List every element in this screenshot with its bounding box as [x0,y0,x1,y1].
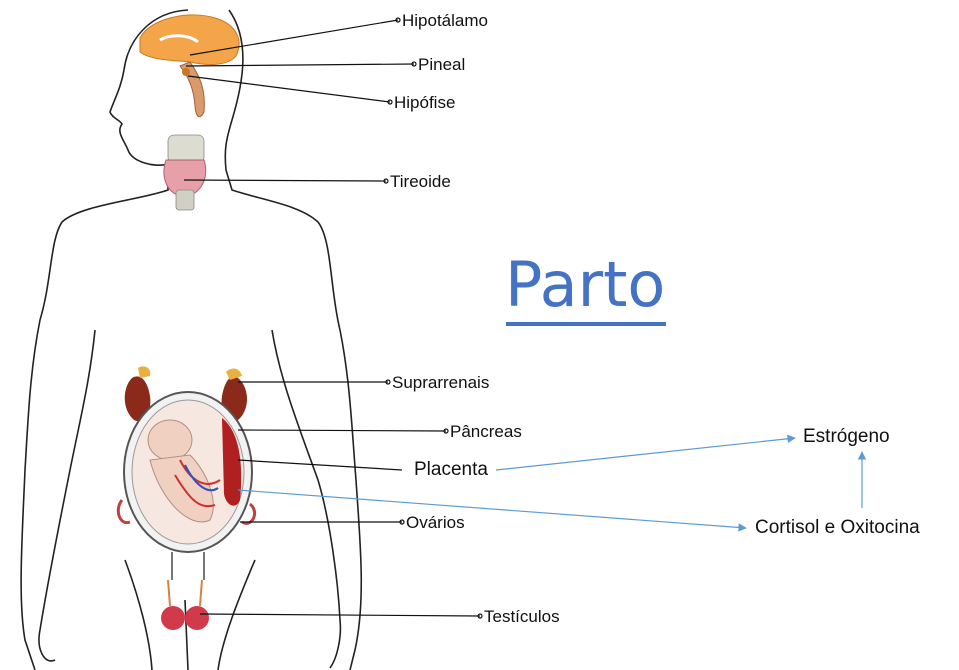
title-underline [506,322,666,326]
label-testiculos: Testículos [484,608,560,625]
label-pineal: Pineal [418,56,465,73]
diagram-title: Parto [505,254,665,316]
label-suprarrenais: Suprarrenais [392,374,489,391]
body-outline [21,10,361,670]
label-pancreas: Pâncreas [450,423,522,440]
label-hipotalamo: Hipotálamo [402,12,488,29]
body-arm-right [272,330,340,668]
thyroid [164,135,206,210]
body-arm-left [39,330,95,661]
label-cortisol-oxitocina: Cortisol e Oxitocina [755,518,920,537]
label-placenta: Placenta [414,460,488,479]
label-tireoide: Tireoide [390,173,451,190]
pregnant-uterus [118,392,254,580]
hormone-arrows [238,438,862,528]
label-hipofise: Hipófise [394,94,455,111]
label-ovarios: Ovários [406,514,465,531]
label-estrogeno: Estrógeno [803,427,890,446]
